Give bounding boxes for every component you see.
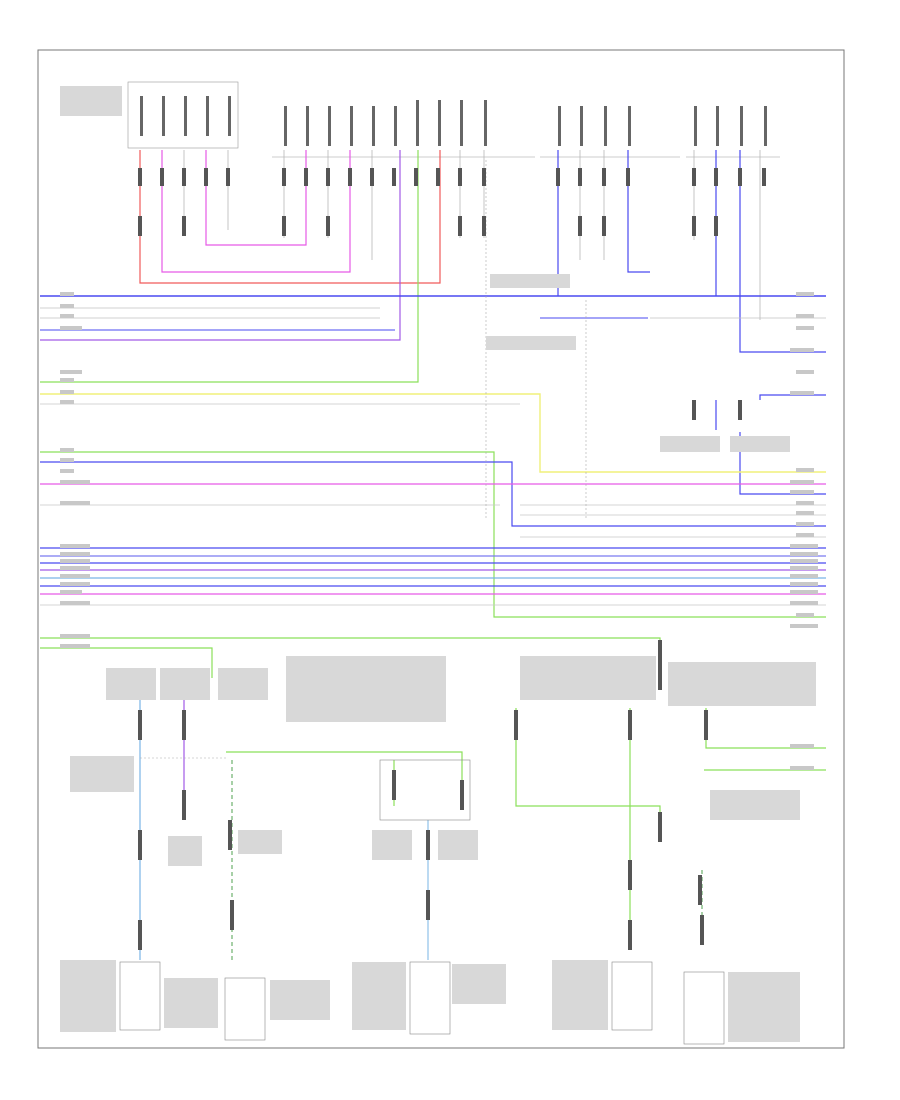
module-connector-top [127, 81, 780, 158]
bus-blue-mid [40, 317, 648, 331]
diagram-frame [37, 49, 845, 1049]
wire-gray-bus-group [40, 504, 826, 538]
wire-green-long [40, 451, 826, 618]
bus-gray-pair [40, 307, 826, 319]
bus-parallel-block [40, 547, 826, 606]
wire-violet-loop [40, 150, 401, 341]
connector-markers [138, 168, 766, 950]
wire-blue-step [40, 461, 826, 527]
label-blocks [60, 86, 816, 1042]
wire-magenta-loop [161, 150, 351, 273]
top-pin-labels [140, 96, 767, 146]
bus-tag-blocks [60, 292, 818, 770]
wire-gray-drops [183, 150, 761, 320]
wire-green-drop [40, 150, 419, 383]
bottom-modules [119, 759, 725, 1045]
bus-yellow [40, 393, 826, 473]
